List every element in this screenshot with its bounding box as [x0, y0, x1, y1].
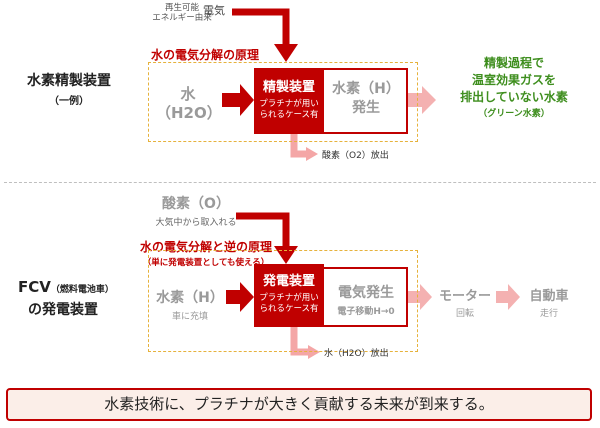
input-water-line1: 水	[180, 85, 196, 103]
fcv-title: FCV（燃料電池車） の発電装置	[18, 278, 138, 319]
hydrogen-output-line1: 水素（H）	[332, 81, 400, 97]
water-release-arrow	[290, 326, 310, 356]
hydrogen-input-line1: 水素（H）	[156, 290, 224, 306]
purification-box-title: 精製装置	[262, 80, 315, 95]
motor-label: モーター 回転	[434, 285, 496, 319]
electricity-arrow	[232, 8, 290, 46]
hydrogen-output: 水素（H） 発生	[326, 80, 406, 118]
renewable-energy-label: 再生可能 エネルギー由来	[134, 3, 230, 23]
output-arrow-top	[408, 86, 436, 114]
arrow-to-motor	[408, 284, 432, 310]
car-label: 自動車 走行	[522, 285, 576, 319]
note-line2: 温室効果ガスを	[471, 73, 556, 87]
fcv-title-line1: FCV（燃料電池車）	[18, 278, 138, 296]
green-hydrogen-note: 精製過程で 温室効果ガスを 排出していない水素 （グリーン水素）	[438, 55, 590, 123]
motor-text: モーター	[438, 289, 491, 304]
generator-desc-line2: られるケース有	[259, 304, 319, 314]
section-divider	[4, 182, 596, 183]
generator-box: 発電装置 プラチナが用い られるケース有	[254, 264, 324, 326]
fcv-paren: （燃料電池車）	[50, 285, 114, 295]
process-frame-top	[148, 62, 418, 142]
purification-desc-line2: られるケース有	[259, 110, 319, 120]
electricity-label: 電気	[203, 4, 225, 17]
purification-desc-line1: プラチナが用い	[259, 99, 319, 109]
oxygen-label: 酸素（O）	[162, 196, 230, 212]
principle-bottom-sub: （単に発電装置としても使える）	[142, 258, 270, 268]
input-water-line2: （H2O）	[156, 104, 222, 122]
renewable-line2: エネルギー由来	[152, 13, 212, 23]
generator-box-desc: プラチナが用い られるケース有	[254, 293, 324, 315]
note-line1: 精製過程で	[483, 56, 544, 70]
water-release-arrowhead	[308, 345, 320, 359]
process-frame-bottom	[148, 250, 418, 352]
input-water: 水 （H2O）	[156, 85, 222, 123]
oxygen-sub: 大気中から取入れる	[155, 218, 237, 228]
device-title: 水素精製装置 （一例）	[14, 70, 124, 107]
device-title-main: 水素精製装置	[27, 73, 111, 89]
generator-desc-line1: プラチナが用い	[259, 293, 319, 303]
generator-box-title: 発電装置	[262, 274, 315, 289]
electricity-output-line2: 電子移動H→0	[337, 307, 395, 317]
hydrogen-input: 水素（H） 車に充填	[152, 287, 228, 322]
hydrogen-input-line2: 車に充填	[171, 312, 208, 322]
oxygen-intake: 酸素（O） 大気中から取入れる	[144, 193, 248, 228]
oxygen-release-arrow	[290, 130, 308, 158]
footer-banner: 水素技術に、プラチナが大きく貢献する未来が到来する。	[6, 388, 592, 421]
oxygen-intake-arrow	[236, 212, 290, 248]
note-line4: （グリーン水素）	[478, 109, 550, 119]
purification-box-desc: プラチナが用い られるケース有	[254, 99, 324, 121]
hydrogen-output-line2: 発生	[352, 100, 380, 116]
motor-sub: 回転	[455, 309, 474, 319]
renewable-line1: 再生可能	[164, 3, 199, 13]
fcv-label: FCV	[18, 278, 51, 296]
electricity-output: 電気発生 電子移動H→0	[326, 282, 406, 317]
footer-text: 水素技術に、プラチナが大きく貢献する未来が到来する。	[104, 395, 494, 413]
oxygen-release-arrowhead	[306, 147, 318, 161]
principle-top: 水の電気分解の原理	[151, 48, 260, 62]
electricity-arrowhead	[274, 44, 298, 62]
fcv-title-line2: の発電装置	[28, 302, 98, 318]
input-arrow-bottom	[226, 282, 254, 312]
car-sub: 走行	[539, 309, 558, 319]
purification-box: 精製装置 プラチナが用い られるケース有	[254, 68, 324, 134]
car-text: 自動車	[529, 289, 569, 304]
oxygen-release-label: 酸素（O2）放出	[322, 151, 389, 161]
note-line3: 排出していない水素	[460, 90, 568, 104]
input-arrow-top	[222, 84, 254, 116]
device-title-sub: （一例）	[49, 96, 89, 107]
electricity-output-line1: 電気発生	[338, 285, 394, 301]
arrow-to-car	[496, 284, 520, 310]
water-release-label: 水（H2O）放出	[324, 349, 389, 359]
